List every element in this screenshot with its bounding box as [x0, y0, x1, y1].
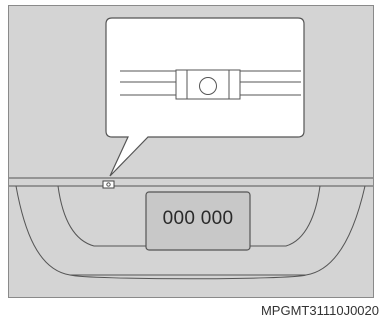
figure-code: MPGMT31110J0020 — [260, 303, 379, 318]
license-plate — [145, 191, 251, 251]
camera-marker-icon — [102, 180, 115, 189]
rear-camera-icon — [120, 69, 301, 100]
license-plate-number: 000 000 — [162, 208, 234, 229]
trunk-lid-outline — [9, 177, 373, 280]
